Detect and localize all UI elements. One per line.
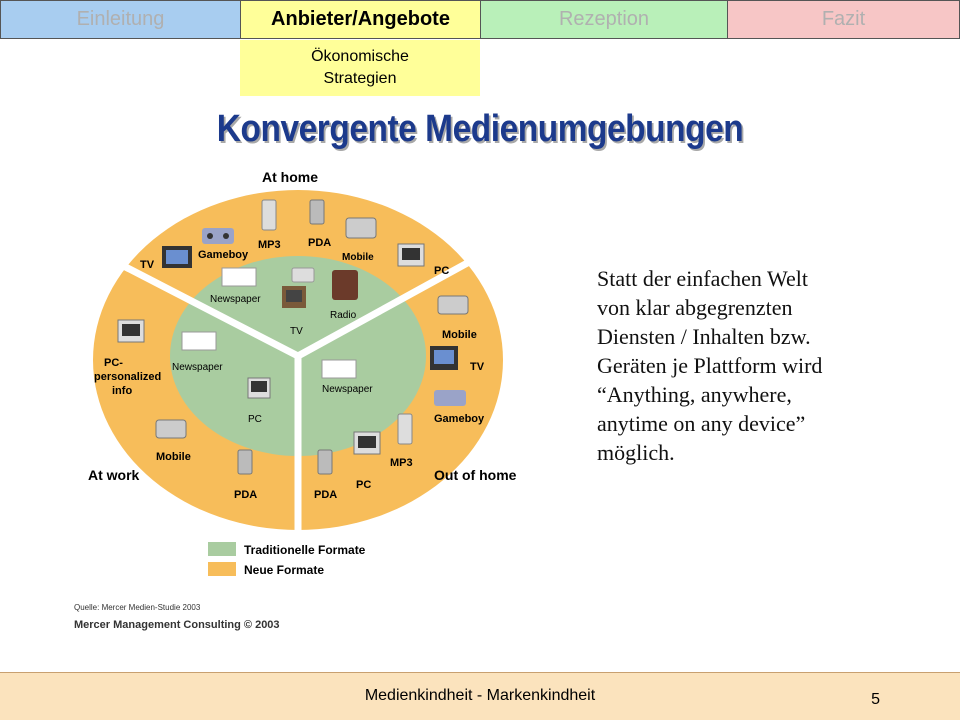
legend-label-traditional: Traditionelle Formate — [244, 543, 366, 557]
label-tv-right: TV — [470, 361, 485, 373]
label-pda-bottom: PDA — [314, 489, 337, 501]
mp3-icon — [261, 199, 277, 231]
gameboy-icon — [202, 228, 234, 244]
label-tv-left: TV — [140, 259, 155, 271]
label-pc-inner: PC — [248, 414, 262, 425]
label-pc-personalized-2: personalized — [94, 371, 161, 383]
radio-icon — [332, 270, 358, 300]
label-newspaper-top: Newspaper — [210, 294, 261, 305]
pc-icon — [397, 243, 425, 267]
footer: Medienkindheit - Markenkindheit 5 — [0, 672, 960, 720]
section-at-work: At work — [88, 467, 140, 483]
divider-right — [296, 252, 482, 360]
label-gameboy-top: Gameboy — [198, 249, 249, 261]
label-tv-inner: TV — [290, 326, 303, 337]
gameboy-right-icon — [434, 390, 466, 406]
tab-einleitung[interactable]: Einleitung — [0, 0, 241, 39]
label-mobile-left: Mobile — [156, 451, 191, 463]
label-mobile-inner: Mobile — [342, 252, 374, 263]
tab-anbieter-angebote[interactable]: Anbieter/Angebote — [240, 0, 481, 39]
page-number: 5 — [871, 691, 880, 708]
phone-inner-icon — [291, 267, 315, 283]
label-pc-personalized-3: info — [112, 385, 132, 397]
label-radio-inner: Radio — [330, 310, 357, 321]
label-pc-bottom: PC — [356, 479, 371, 491]
pc-bottom-icon — [353, 431, 381, 455]
section-at-home: At home — [262, 169, 318, 185]
mobile-icon — [345, 217, 377, 239]
body-line-5: “Anything, anywhere, — [597, 382, 792, 407]
newspaper-icon — [221, 267, 257, 287]
pda-icon — [309, 199, 325, 225]
source-note: Quelle: Mercer Medien-Studie 2003 — [74, 603, 201, 612]
subtab-line-2: Strategien — [323, 70, 397, 87]
label-mp3-bottom: MP3 — [390, 457, 413, 469]
tv-inner-icon — [282, 286, 306, 308]
tab-rezeption[interactable]: Rezeption — [480, 0, 728, 39]
body-line-4: Geräten je Plattform wird — [597, 353, 823, 378]
body-line-7: möglich. — [597, 440, 675, 465]
pc-inner-icon — [247, 377, 271, 399]
body-text: Statt der einfachen Welt von klar abgegr… — [597, 264, 897, 467]
mobile-right-icon — [437, 295, 469, 315]
newspaper-right-icon — [321, 359, 357, 379]
pc-left-icon — [117, 319, 145, 343]
footer-title: Medienkindheit - Markenkindheit — [364, 687, 596, 704]
label-gameboy-right: Gameboy — [434, 413, 485, 425]
label-newspaper-left: Newspaper — [172, 362, 223, 373]
label-mobile-right: Mobile — [442, 329, 477, 341]
mobile-left-icon — [155, 419, 187, 439]
copyright-note: Mercer Management Consulting © 2003 — [74, 619, 280, 631]
label-pc-top: PC — [434, 265, 449, 277]
legend-swatch-new — [208, 562, 236, 576]
slide-title: Konvergente Medienumgebungen — [216, 108, 744, 150]
top-navigation: Einleitung Anbieter/Angebote Rezeption F… — [0, 0, 960, 40]
label-pc-personalized-1: PC- — [104, 357, 123, 369]
label-newspaper-right: Newspaper — [322, 384, 373, 395]
tv-right-icon — [430, 346, 458, 370]
tv-icon — [162, 246, 192, 268]
divider-left — [110, 256, 300, 360]
tab-fazit[interactable]: Fazit — [727, 0, 960, 39]
pda-bottom-icon — [317, 449, 333, 475]
mp3-bottom-icon — [397, 413, 413, 445]
body-line-6: anytime on any device” — [597, 411, 806, 436]
label-pda-left: PDA — [234, 489, 257, 501]
subtab-oekonomische-strategien[interactable]: Ökonomische Strategien — [240, 40, 480, 96]
diagram-svg: At home At work Out of home TV Gameboy M… — [74, 169, 517, 631]
legend-label-new: Neue Formate — [244, 563, 324, 577]
label-pda-top: PDA — [308, 237, 331, 249]
media-convergence-diagram: At home At work Out of home TV Gameboy M… — [60, 160, 560, 640]
body-line-2: von klar abgegrenzten — [597, 295, 793, 320]
pda-left-icon — [237, 449, 253, 475]
newspaper-left-icon — [181, 331, 217, 351]
subtab-line-1: Ökonomische — [311, 48, 409, 65]
section-out-of-home: Out of home — [434, 467, 517, 483]
legend-swatch-traditional — [208, 542, 236, 556]
body-line-3: Diensten / Inhalten bzw. — [597, 324, 811, 349]
label-mp3-top: MP3 — [258, 239, 281, 251]
body-line-1: Statt der einfachen Welt — [597, 266, 809, 291]
